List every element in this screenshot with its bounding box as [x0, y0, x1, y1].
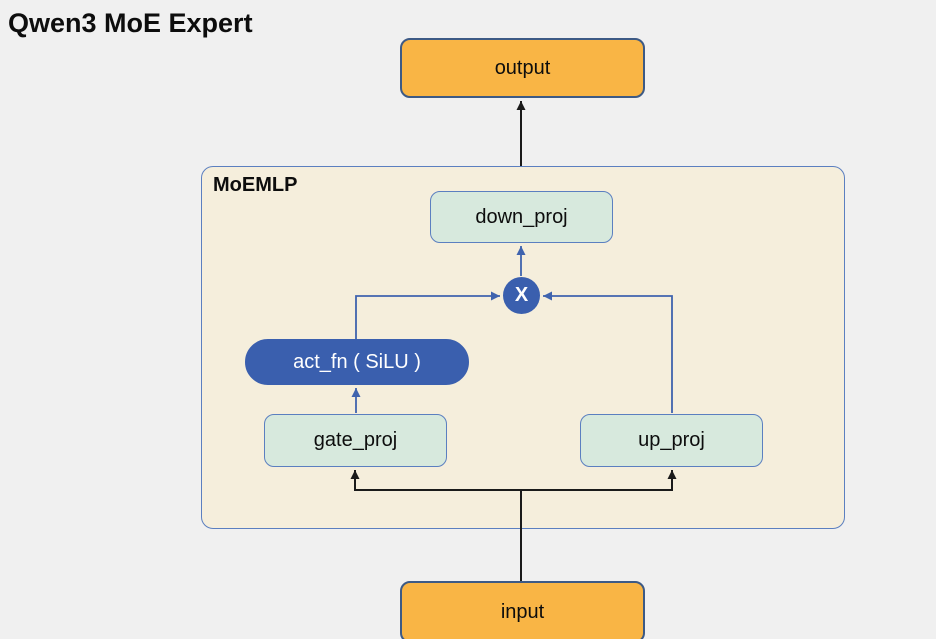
moemlp-container-label: MoEMLP — [213, 174, 298, 196]
node-input-label: input — [500, 600, 545, 623]
node-output-label: output — [494, 56, 551, 79]
node-output: output — [400, 38, 645, 98]
node-down-proj-label: down_proj — [475, 205, 568, 228]
node-gate-proj: gate_proj — [264, 414, 447, 467]
node-gate-proj-label: gate_proj — [313, 429, 398, 451]
arrow-act-fn-to-multiply — [355, 291, 500, 339]
node-act-fn-label: act_fn ( SiLU ) — [293, 350, 421, 373]
multiply-symbol: X — [514, 284, 529, 306]
multiply-node: X — [503, 277, 540, 314]
node-up-proj: up_proj — [580, 414, 763, 467]
node-up-proj-label: up_proj — [638, 429, 705, 451]
node-input: input — [400, 581, 645, 639]
page-title: Qwen3 MoE Expert — [8, 8, 253, 38]
node-act-fn: act_fn ( SiLU ) — [245, 339, 469, 385]
node-down-proj: down_proj — [430, 191, 613, 243]
arrow-up-proj-to-multiply — [543, 291, 673, 413]
